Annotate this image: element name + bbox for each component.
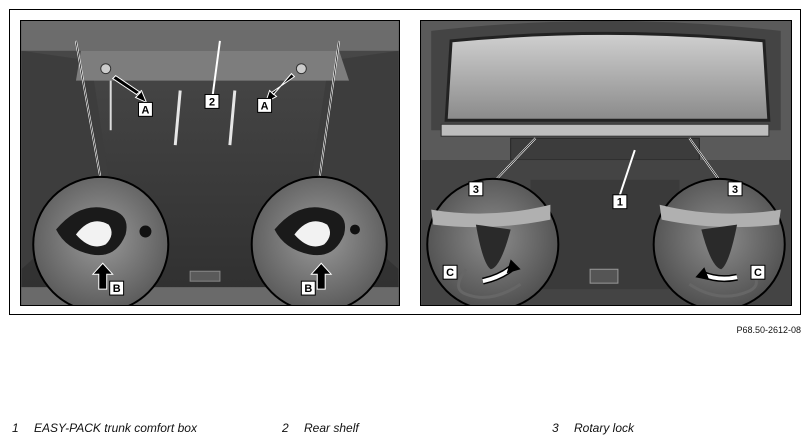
trunk-shelf-illustration: 2 A A B B xyxy=(21,21,399,305)
callout-1: 1 xyxy=(617,197,623,209)
legend-item-2: 2 Rear shelf xyxy=(282,421,359,435)
trunk-shelf-photo: 2 A A B B xyxy=(20,20,400,306)
trunk-box-illustration: 1 3 C 3 C xyxy=(421,21,791,305)
callout-b-left: B xyxy=(113,283,121,295)
legend-label: Rotary lock xyxy=(574,421,635,435)
figure-reference-code: P68.50-2612-08 xyxy=(736,325,801,335)
trunk-box-photo: 1 3 C 3 C xyxy=(420,20,792,306)
callout-3-right: 3 xyxy=(732,184,738,196)
callout-a-left: A xyxy=(142,104,150,116)
callout-a-right: A xyxy=(261,100,269,112)
legend-label: Rear shelf xyxy=(304,421,359,435)
legend-item-1: 1 EASY-PACK trunk comfort box xyxy=(12,421,197,435)
legend-number: 2 xyxy=(282,421,289,435)
callout-b-right: B xyxy=(304,283,312,295)
legend-item-3: 3 Rotary lock xyxy=(552,421,634,435)
callout-c-left: C xyxy=(446,267,454,279)
legend-number: 3 xyxy=(552,421,559,435)
comfort-box xyxy=(510,137,700,161)
callout-c-right: C xyxy=(754,267,762,279)
illustration-frame: 2 A A B B xyxy=(9,9,801,315)
rear-shelf xyxy=(75,50,350,81)
legend-label: EASY-PACK trunk comfort box xyxy=(34,421,197,435)
callout-3-left: 3 xyxy=(473,184,479,196)
callout-2: 2 xyxy=(209,96,215,108)
legend-number: 1 xyxy=(12,421,19,435)
